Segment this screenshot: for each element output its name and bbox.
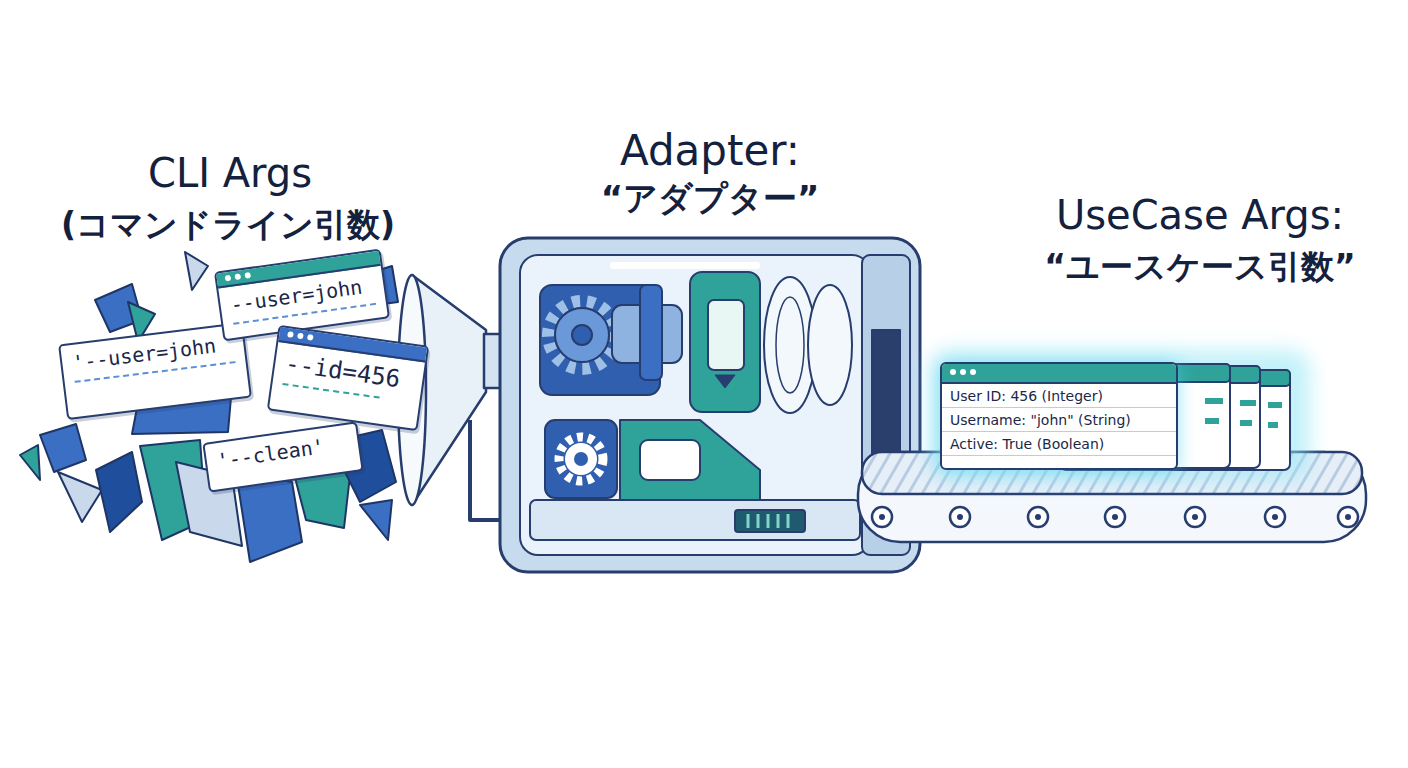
output-card: User ID: 456 (Integer)Username: "john" (… <box>940 362 1178 470</box>
section-subtitle: “ユースケース引数” <box>990 245 1408 290</box>
field-line: User ID: 456 (Integer) <box>942 384 1176 408</box>
window-dot <box>970 369 976 375</box>
window-dot <box>244 272 251 279</box>
field-line: Active: True (Boolean) <box>942 432 1176 456</box>
window-dot <box>225 275 232 282</box>
window-dot <box>234 273 241 280</box>
card-titlebar <box>942 364 1176 384</box>
stacked-cards <box>930 350 1310 480</box>
node-heading: Adapter: <box>440 126 980 175</box>
window-dot <box>307 334 314 341</box>
window-dot <box>950 369 956 375</box>
window-dot <box>960 369 966 375</box>
field-line: Username: "john" (String) <box>942 408 1176 432</box>
adapter-node: Adapter:“アダプター” <box>500 238 920 572</box>
section-subtitle: (コマンドライン引数) <box>28 203 428 248</box>
section-title: UseCase Args: <box>1000 192 1400 238</box>
node-subheading: “アダプター” <box>440 176 980 222</box>
arg-text: '--user=john <box>60 324 244 376</box>
window-dot <box>297 333 304 340</box>
window-dot <box>287 331 294 338</box>
adapter-machine <box>500 238 920 572</box>
section-title: CLI Args <box>40 150 420 196</box>
